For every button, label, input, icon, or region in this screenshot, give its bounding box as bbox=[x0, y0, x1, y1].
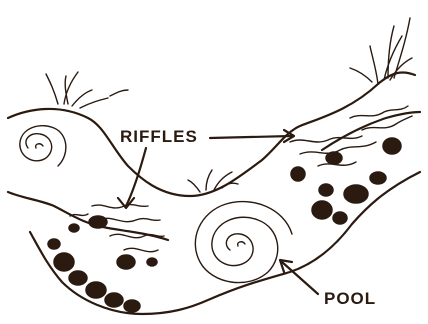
grass-tuft-left bbox=[46, 72, 128, 108]
riffles-left bbox=[70, 205, 164, 252]
left-whirl bbox=[20, 126, 66, 166]
grass-tuft-right bbox=[350, 18, 412, 84]
rocks-left bbox=[48, 216, 157, 312]
pool-arrow bbox=[280, 260, 318, 294]
left-bank-outline bbox=[8, 72, 415, 196]
pool-whirl bbox=[195, 202, 292, 283]
pool-label: POOL bbox=[324, 289, 376, 308]
rocks-right bbox=[291, 138, 401, 224]
riffles-label: RIFFLES bbox=[120, 127, 198, 146]
left-bank-lower bbox=[8, 192, 168, 240]
